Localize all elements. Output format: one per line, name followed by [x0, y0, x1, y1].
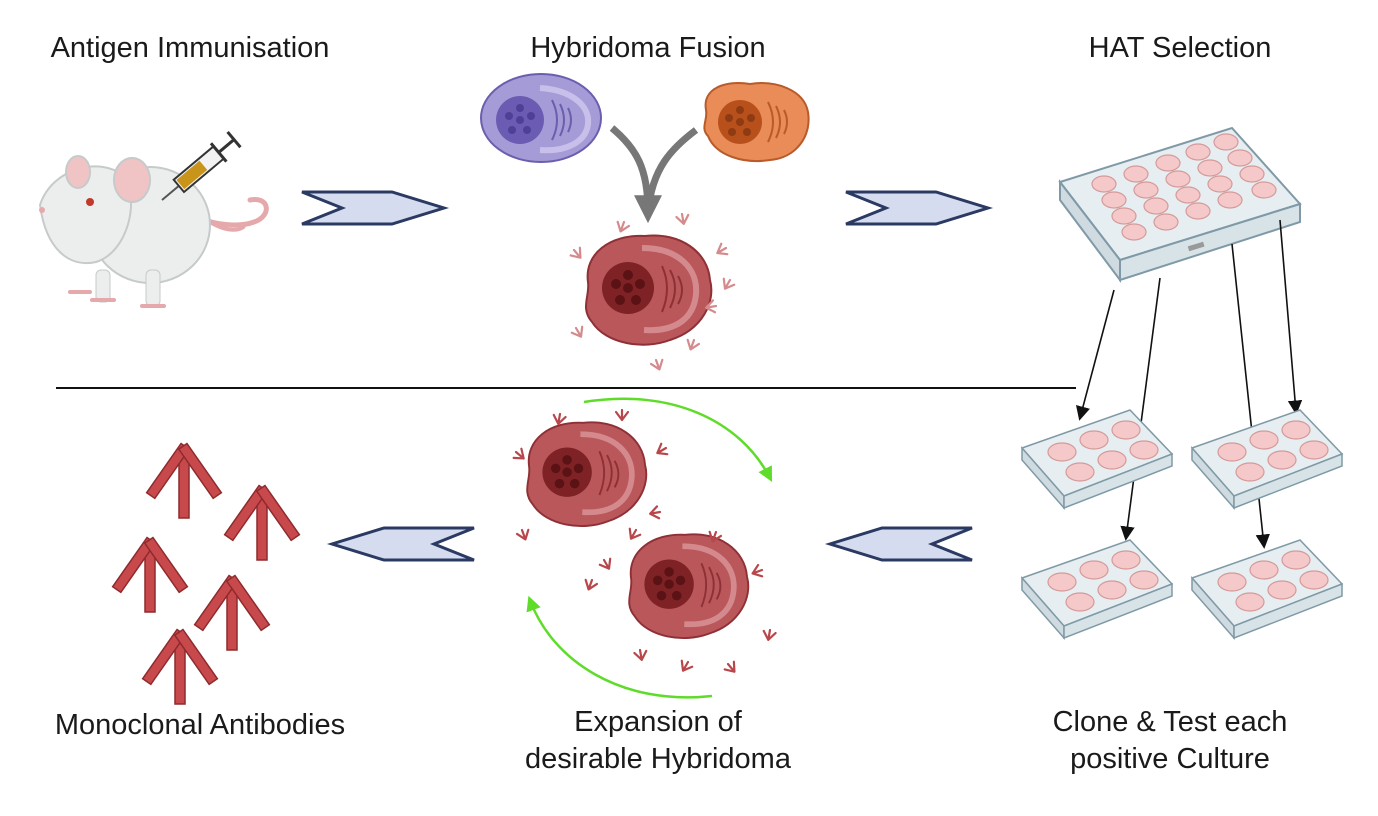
myeloma-cell-icon	[703, 82, 810, 162]
step-label-hat-selection: HAT Selection	[1088, 32, 1272, 64]
step-label-expansion-line2: desirable Hybridoma	[525, 743, 791, 775]
well-plate-6-icon	[1191, 539, 1343, 639]
well-plate-6-icon	[1021, 539, 1173, 639]
step-label-hybridoma-fusion: Hybridoma Fusion	[530, 32, 766, 64]
step-label-monoclonal-antibodies: Monoclonal Antibodies	[54, 709, 346, 741]
arrow-expansion-to-antibodies	[330, 526, 476, 562]
well-plate-24-icon	[1058, 126, 1302, 283]
cycle-arrow-top	[583, 397, 773, 482]
monoclonal-antibodies-icon	[111, 442, 301, 705]
fusion-merge-arrow-right	[644, 127, 699, 213]
step-label-antigen-immunisation: Antigen Immunisation	[50, 32, 330, 64]
step-label-clone-test: Clone & Test each positive Culture	[1000, 704, 1340, 778]
cycle-arrow-bottom	[526, 595, 713, 699]
syringe-icon	[161, 130, 242, 201]
step-label-expansion-line1: Expansion of	[574, 706, 742, 738]
well-plate-6-icon	[1021, 409, 1173, 509]
step-label-clone-line2: positive Culture	[1070, 743, 1270, 775]
arrow-immunisation-to-fusion	[300, 190, 446, 226]
mouse-icon	[38, 155, 269, 308]
arrow-fusion-to-hat	[844, 190, 990, 226]
arrow-clone-to-expansion	[828, 526, 974, 562]
step-label-expansion: Expansion of desirable Hybridoma	[478, 704, 838, 778]
step-label-clone-line1: Clone & Test each	[1052, 706, 1288, 738]
fusion-merge-arrow	[609, 125, 662, 224]
hybridoma-cell-icon	[586, 235, 711, 344]
b-cell-icon	[480, 73, 602, 163]
well-plate-6-icon	[1191, 409, 1343, 509]
hybridoma-cell-icon	[527, 422, 646, 526]
hybridoma-cell-icon	[629, 534, 748, 638]
